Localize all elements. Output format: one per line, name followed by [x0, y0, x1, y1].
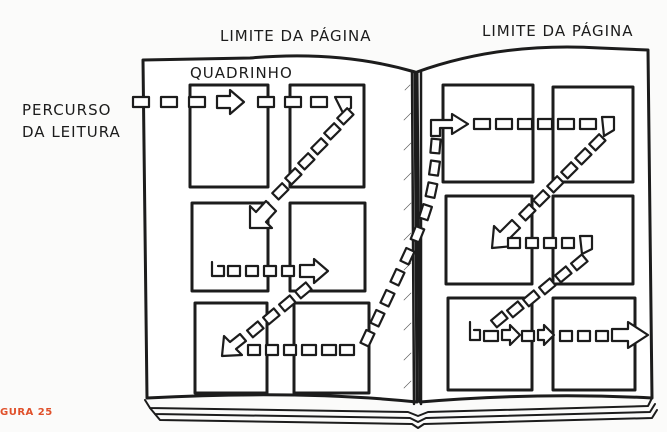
page-limit-left-label: LIMITE DA PÁGINA	[220, 27, 372, 45]
panel	[441, 83, 535, 184]
panel	[551, 296, 637, 392]
spine-shading	[403, 84, 412, 389]
left-page	[141, 54, 419, 404]
reading-path-label-line2: DA LEITURA	[22, 123, 121, 141]
book-page-edges	[144, 397, 658, 429]
page-limit-right-label: LIMITE DA PÁGINA	[482, 22, 634, 40]
reading-path-arrows	[131, 88, 650, 358]
panel-label: QUADRINHO	[190, 64, 293, 82]
reading-path-label: PERCURSO DA LEITURA	[22, 99, 121, 143]
reading-path-label-line1: PERCURSO	[22, 101, 112, 119]
figure-caption: GURA 25	[0, 407, 53, 418]
